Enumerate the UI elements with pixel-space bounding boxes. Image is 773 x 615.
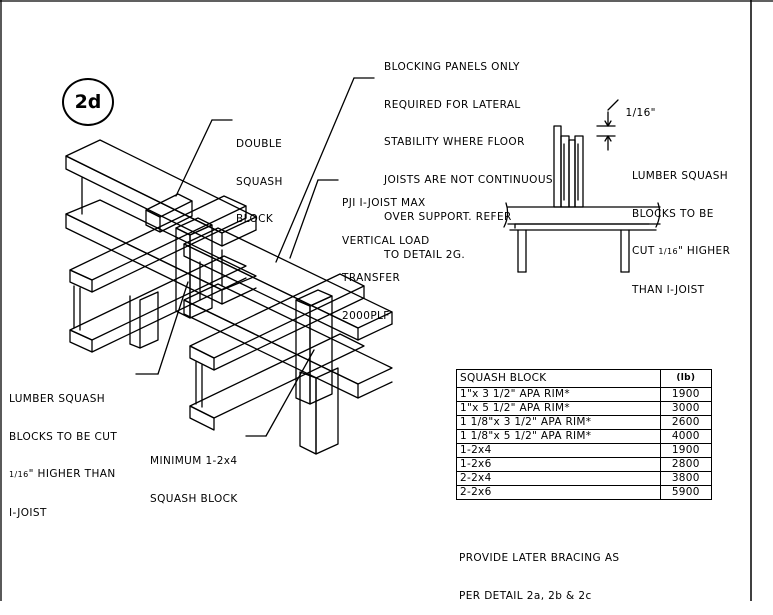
row-value: 5900 <box>659 485 713 500</box>
front-right-i-joist <box>189 273 365 431</box>
lumber-right-note: LUMBER SQUASH BLOCKS TO BE CUT 1/16" HIG… <box>632 145 730 309</box>
note-text: CUT <box>632 245 659 257</box>
row-value: 3000 <box>659 401 713 416</box>
note-line: REQUIRED FOR LATERAL <box>384 98 521 111</box>
row-label: 1-2x6 <box>456 457 661 472</box>
note-line: 1/16" HIGHER THAN <box>9 468 117 482</box>
note-line: VERTICAL LOAD <box>342 234 430 247</box>
note-line: BLOCKING PANELS ONLY <box>384 61 520 73</box>
table-header-row: SQUASH BLOCK (lb) <box>456 369 713 388</box>
bracing-note: PROVIDE LATER BRACING AS PER DETAIL 2a, … <box>459 527 619 615</box>
note-line: BLOCKS TO BE CUT <box>9 430 118 443</box>
row-value: 2600 <box>659 415 713 430</box>
row-label: 1 1/8"x 5 1/2" APA RIM* <box>456 429 661 444</box>
detail-number: 2d <box>74 91 102 113</box>
note-line: I-JOIST <box>9 506 47 519</box>
row-label: 1"x 5 1/2" APA RIM* <box>456 401 661 416</box>
table-row: 1"x 5 1/2" APA RIM*3000 <box>456 401 713 416</box>
table-row: 1 1/8"x 3 1/2" APA RIM*2600 <box>456 415 713 430</box>
note-line: OVER SUPPORT. REFER <box>384 211 512 223</box>
pji-note: PJI I-JOIST MAX VERTICAL LOAD TRANSFER 2… <box>342 172 430 335</box>
note-line: PJI I-JOIST MAX <box>342 197 426 209</box>
note-line: 2000PLF <box>342 309 390 322</box>
minimum-squash-note: MINIMUM 1-2x4 SQUASH BLOCK <box>150 430 238 518</box>
note-line: CUT 1/16" HIGHER <box>632 245 730 259</box>
fraction-text: 1/16 <box>658 247 678 256</box>
note-line: TO DETAIL 2G. <box>384 248 466 261</box>
double-squash-note: DOUBLE SQUASH BLOCK <box>236 113 283 238</box>
note-text: " HIGHER THAN <box>28 468 116 480</box>
fraction-label: 1/16" <box>625 106 656 119</box>
note-line: LUMBER SQUASH <box>9 393 106 405</box>
center-squash-post <box>175 217 213 319</box>
squash-block-capacity-table: SQUASH BLOCK (lb) 1"x 3 1/2" APA RIM*190… <box>456 369 713 500</box>
minimum-squash-post <box>295 289 333 405</box>
row-value: 3800 <box>659 471 713 486</box>
note-line: THAN I-JOIST <box>632 283 705 296</box>
row-value: 1900 <box>659 443 713 458</box>
note-line: SQUASH BLOCK <box>150 492 238 505</box>
table-row: 1 1/8"x 5 1/2" APA RIM*4000 <box>456 429 713 444</box>
table-header-unit: (lb) <box>659 369 713 388</box>
fraction-text: 1/16 <box>9 470 29 479</box>
note-line: STABILITY WHERE FLOOR <box>384 136 525 148</box>
row-label: 2-2x6 <box>456 485 661 500</box>
blocking-panels-note: BLOCKING PANELS ONLY REQUIRED FOR LATERA… <box>384 36 553 274</box>
note-text: " HIGHER <box>677 245 731 257</box>
row-label: 1 1/8"x 3 1/2" APA RIM* <box>456 415 661 430</box>
row-value: 4000 <box>659 429 713 444</box>
detail-number-badge: 2d <box>62 78 114 126</box>
front-left-i-joist <box>69 195 247 353</box>
row-label: 1"x 3 1/2" APA RIM* <box>456 387 661 402</box>
note-line: LUMBER SQUASH <box>632 170 729 182</box>
row-value: 1900 <box>659 387 713 402</box>
note-line: SQUASH <box>236 175 283 188</box>
lumber-left-note: LUMBER SQUASH BLOCKS TO BE CUT 1/16" HIG… <box>9 368 117 532</box>
row-label: 1-2x4 <box>456 443 661 458</box>
row-label: 2-2x4 <box>456 471 661 486</box>
table-row: 1"x 3 1/2" APA RIM*1900 <box>456 387 713 402</box>
note-line: BLOCKS TO BE <box>632 207 714 220</box>
support-posts <box>129 291 339 455</box>
note-line: PROVIDE LATER BRACING AS <box>459 552 620 564</box>
note-line: TRANSFER <box>342 272 401 284</box>
right-i-joist <box>183 227 393 399</box>
elevation-view <box>503 99 661 273</box>
double-squash-block <box>145 193 193 233</box>
dimension-fraction: 1/16" <box>618 94 656 119</box>
squash-block-detail-drawing <box>0 0 773 601</box>
row-value: 2800 <box>659 457 713 472</box>
note-line: PER DETAIL 2a, 2b & 2c <box>459 589 592 602</box>
note-line: BLOCK <box>236 213 274 225</box>
note-line: JOISTS ARE NOT CONTINUOUS <box>384 173 553 186</box>
note-line: DOUBLE <box>236 138 283 150</box>
note-line: MINIMUM 1-2x4 <box>150 455 238 467</box>
table-header-label: SQUASH BLOCK <box>456 369 661 388</box>
